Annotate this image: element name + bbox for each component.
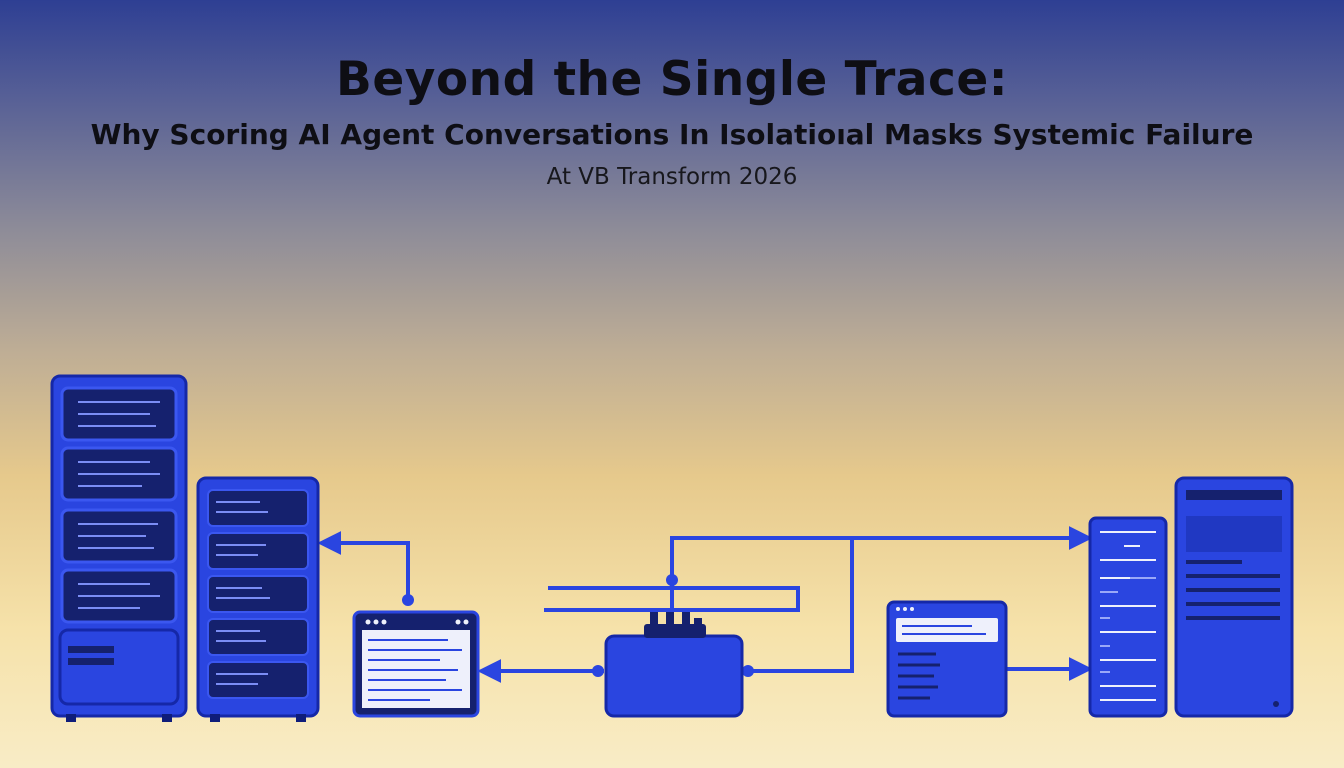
page-title: Beyond the Single Trace:	[336, 52, 1008, 107]
connector-window-to-storage	[317, 531, 410, 600]
network-hub-icon	[604, 612, 744, 718]
server-rack-icon	[50, 374, 188, 722]
event-label: At VB Transform 2026	[546, 164, 798, 190]
connector-nodes	[402, 574, 754, 677]
document-panel-icon	[1174, 476, 1294, 718]
tablet-device-icon	[886, 600, 1008, 718]
connector-loop	[544, 586, 800, 612]
page-subtitle: Why Scoring AI Agent Conversations In Is…	[90, 118, 1254, 151]
storage-tower-icon	[196, 476, 320, 722]
connection-lines	[317, 526, 1093, 683]
connector-hub-to-right	[744, 538, 854, 673]
connector-hub-to-list	[670, 526, 1093, 625]
list-panel-icon	[1088, 516, 1168, 718]
browser-window-icon	[352, 610, 480, 718]
